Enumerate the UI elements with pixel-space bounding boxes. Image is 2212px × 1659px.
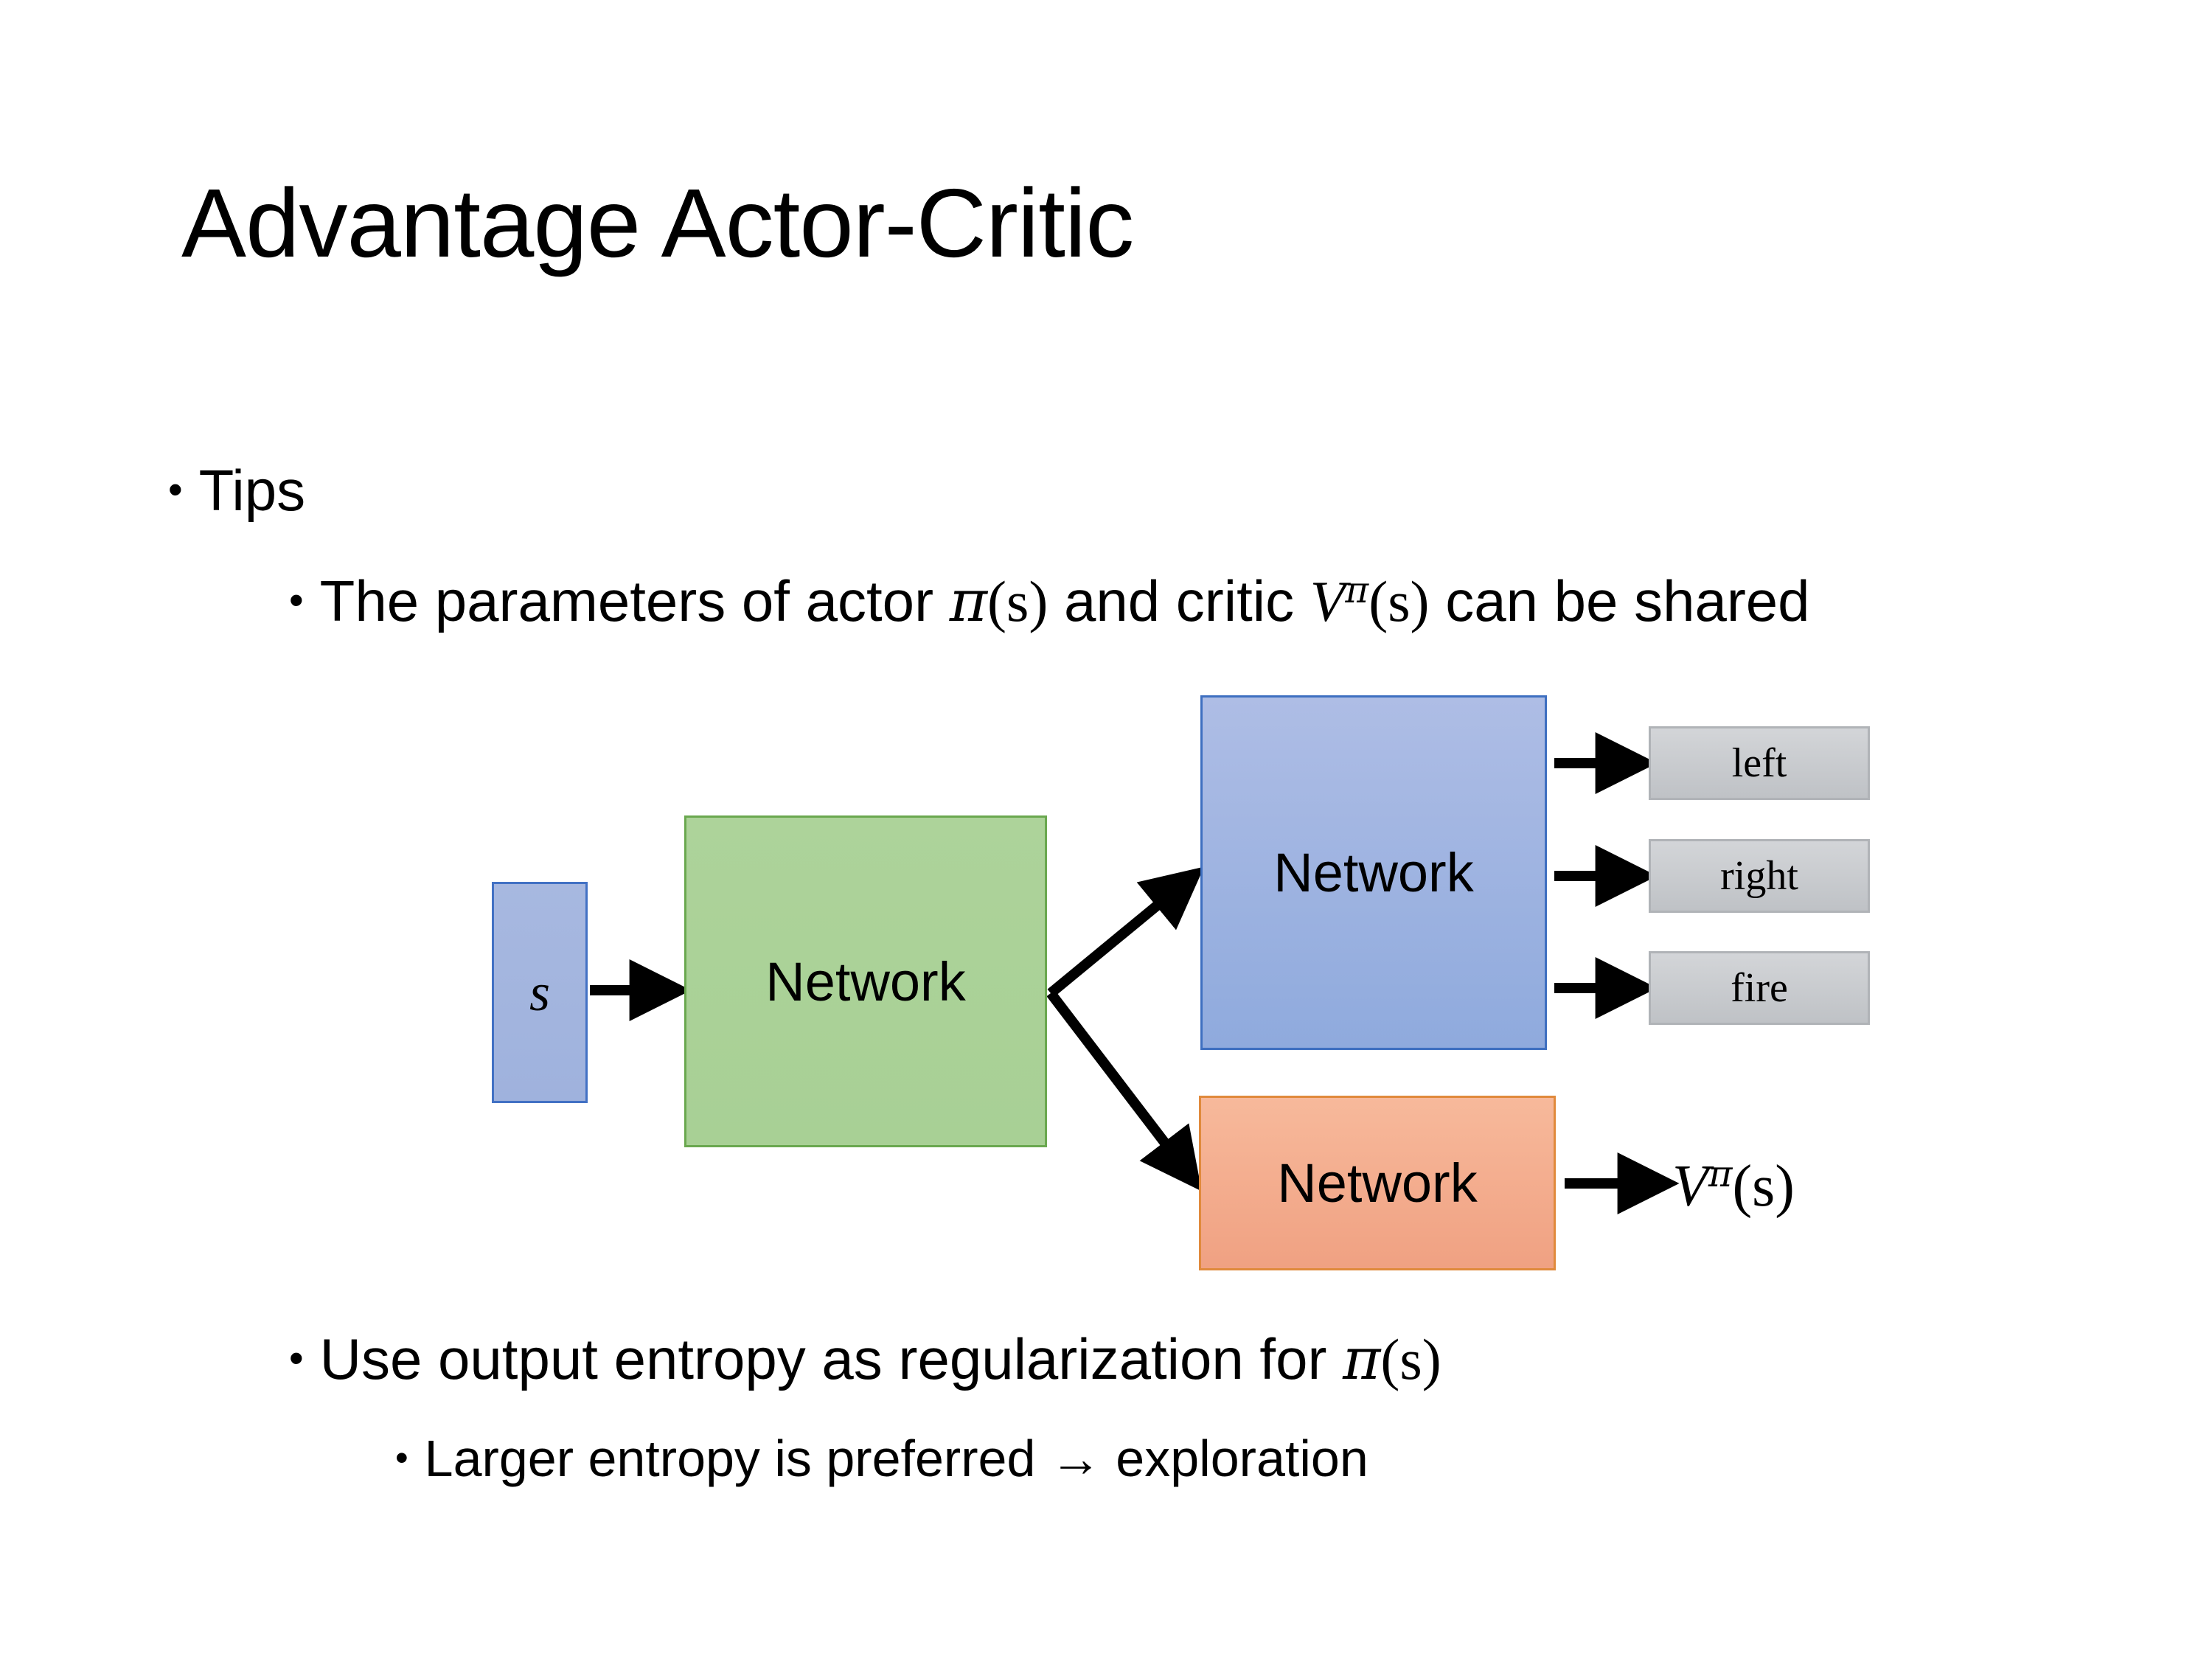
critic-network-box: Network [1199, 1096, 1556, 1270]
action-box-fire: fire [1649, 951, 1870, 1025]
entropy-pi-symbol: π [1343, 1326, 1381, 1393]
shared-network-box: Network [684, 815, 1047, 1147]
bullet-tips-label: Tips [198, 458, 306, 523]
bullet-shared-parameters: •The parameters of actor π(s) and critic… [289, 568, 2000, 635]
value-v-args: (s) [1732, 1154, 1795, 1219]
bullet-entropy-pre: Use output entropy as regularization for [319, 1326, 1343, 1391]
bullet-marker-icon: • [289, 1335, 304, 1382]
actor-pi-symbol: π [949, 568, 987, 635]
actor-pi-args: (s) [987, 569, 1048, 633]
critic-v-symbol: V [1310, 569, 1346, 633]
bullet-shared-parameters-pre: The parameters of actor [319, 568, 950, 633]
value-v-symbol: V [1672, 1154, 1708, 1219]
bullet-shared-parameters-mid: and critic [1048, 568, 1310, 633]
action-box-right: right [1649, 839, 1870, 913]
bullet-marker-icon: • [168, 466, 183, 513]
entropy-pi-args: (s) [1380, 1327, 1441, 1391]
arrow-shared-to-critic [1046, 990, 1202, 1192]
bullet-shared-parameters-tail: can be shared [1445, 568, 1810, 633]
critic-v-args: (s) [1368, 569, 1430, 633]
bullet-larger-entropy-label: Larger entropy is preferred → exploratio… [424, 1430, 1368, 1487]
state-input-box: s [492, 882, 588, 1103]
critic-pi-superscript: π [1345, 569, 1369, 611]
bullet-marker-icon: • [395, 1436, 408, 1478]
bullet-tips: • Tips [168, 457, 305, 524]
value-pi-superscript: π [1708, 1152, 1733, 1196]
action-box-left: left [1649, 726, 1870, 800]
arrow-shared-to-actor [1047, 866, 1205, 998]
page-title: Advantage Actor-Critic [181, 169, 1134, 277]
bullet-marker-icon: • [289, 577, 304, 624]
value-function-output: Vπ(s) [1672, 1152, 1795, 1220]
bullet-larger-entropy: • Larger entropy is preferred → explorati… [395, 1429, 1368, 1488]
actor-network-box: Network [1200, 695, 1547, 1050]
bullet-entropy-regularization: • Use output entropy as regularization fo… [289, 1326, 1441, 1393]
